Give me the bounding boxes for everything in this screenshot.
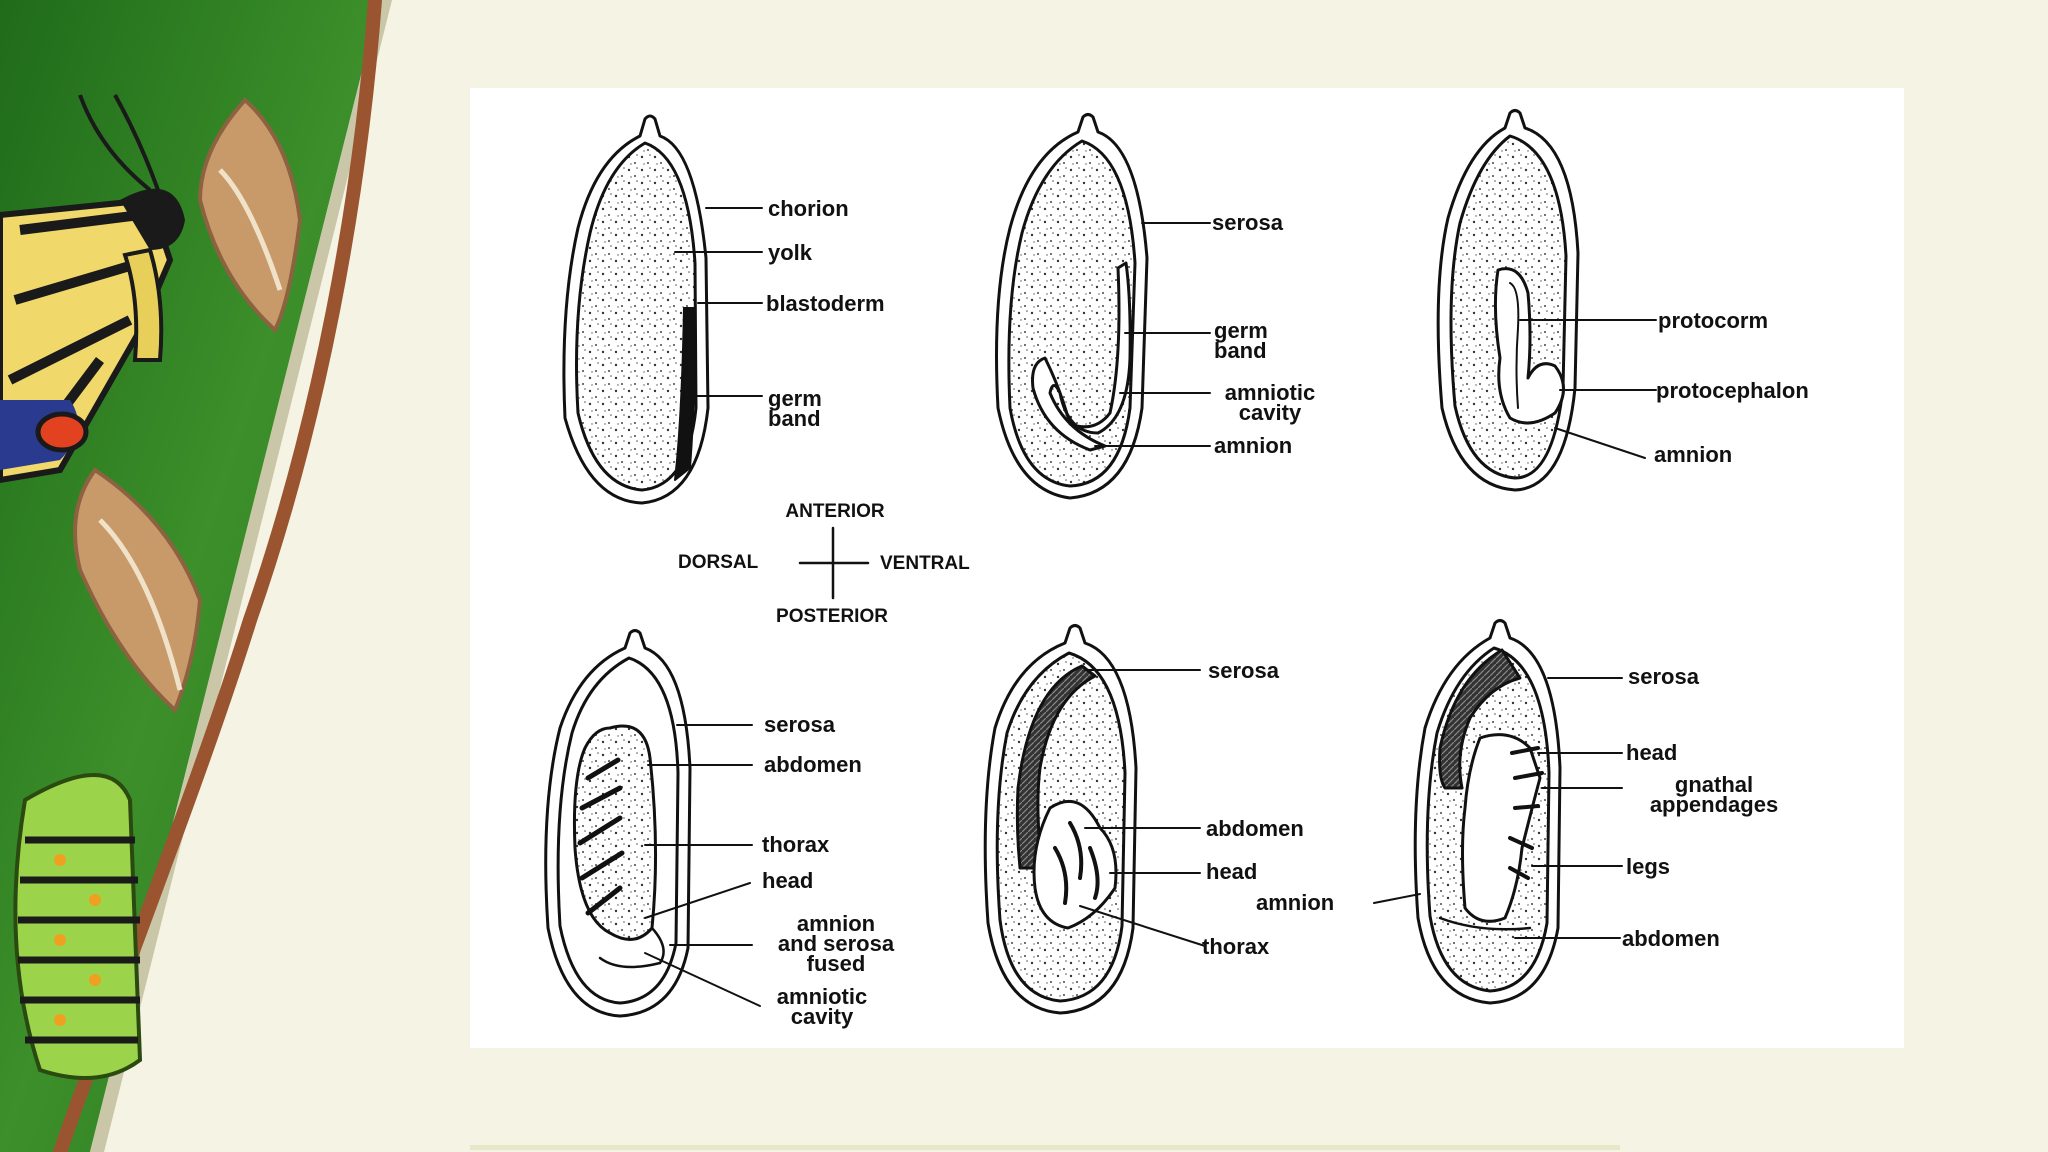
label-amnion-2: amnion [1214,433,1293,458]
bottom-divider [470,1145,1620,1150]
line-amnion-3 [1554,427,1646,459]
label-germ-band-2-line2: band [1214,338,1267,363]
label-gnathal-6-line2: appendages [1649,792,1779,817]
label-amnion-serosa-4-line2: and serosa [777,931,895,956]
decorative-side-artwork [0,0,392,1152]
label-germ-band-1-line2: band [768,406,821,431]
label-serosa-2: serosa [1212,210,1283,235]
label-amnion-serosa-4-line1: amnion [796,911,876,936]
diagram-panel: chorion yolk blastoderm germ band serosa… [470,88,1904,1048]
label-protocephalon: protocephalon [1656,378,1809,403]
label-serosa-5: serosa [1208,658,1279,683]
label-thorax-5: thorax [1202,934,1270,959]
egg-stage-5 [983,624,1138,1015]
chrysalis-icon [73,467,203,714]
egg-stage-6 [1413,619,1562,1005]
egg-stage-4 [544,629,692,1018]
label-ventral: VENTRAL [880,553,970,574]
line-head-4 [644,882,751,919]
embryogenesis-diagram [544,109,1657,1018]
label-chorion: chorion [768,196,849,221]
orientation-cross [798,526,870,600]
caterpillar-icon [13,773,143,1080]
label-germ-band-1-line1: germ [768,386,822,411]
label-gnathal-6-line1: gnathal [1674,772,1754,797]
label-germ-band-2-line1: germ [1214,318,1268,343]
line-thorax-5 [1079,905,1206,947]
line-amniotic-cavity-4 [644,952,761,1007]
label-amnion-3: amnion [1654,442,1733,467]
label-serosa-6: serosa [1628,664,1699,689]
label-abdomen-5: abdomen [1206,816,1304,841]
label-thorax-4: thorax [762,832,830,857]
label-serosa-4: serosa [764,712,835,737]
chrysalis-icon [197,97,303,334]
label-anterior: ANTERIOR [785,501,885,522]
label-posterior: POSTERIOR [776,606,888,627]
label-amniotic-cavity-4-line2: cavity [790,1004,854,1029]
label-abdomen-6: abdomen [1622,926,1720,951]
label-amnion-5: amnion [1256,890,1335,915]
label-protocorm: protocorm [1658,308,1768,333]
egg-stage-2 [995,113,1149,500]
label-head-4: head [762,868,814,893]
line-amnion-5 [1373,893,1421,904]
label-dorsal: DORSAL [678,552,759,573]
label-blastoderm: blastoderm [766,291,885,316]
label-amniotic-cavity-2-line2: cavity [1238,400,1302,425]
egg-stage-3 [1436,109,1580,492]
label-yolk: yolk [768,240,813,265]
label-amnion-serosa-4-line3: fused [806,951,866,976]
label-head-6: head [1626,740,1678,765]
label-amniotic-cavity-4-line1: amniotic [776,984,868,1009]
label-abdomen-4: abdomen [764,752,862,777]
swallowtail-butterfly-icon [0,94,185,484]
label-amniotic-cavity-2-line1: amniotic [1224,380,1316,405]
label-head-5: head [1206,859,1258,884]
egg-stage-1 [562,114,710,505]
label-legs-6: legs [1626,854,1671,879]
